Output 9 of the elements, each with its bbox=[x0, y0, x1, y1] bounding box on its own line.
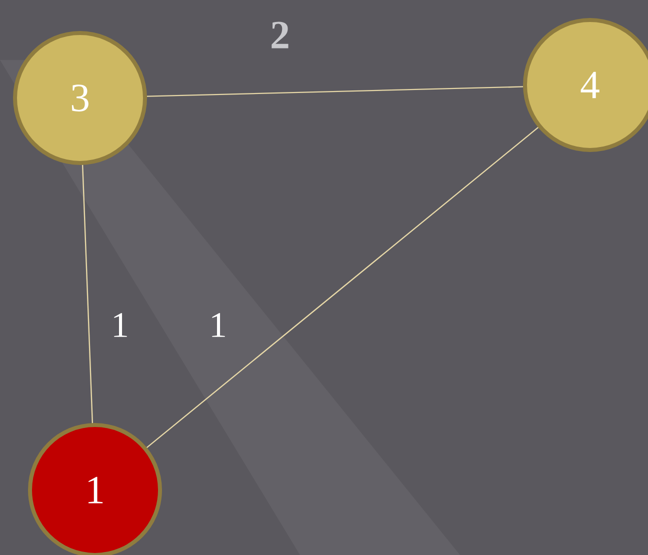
connector-line bbox=[146, 86, 524, 97]
edge-label: 2 bbox=[272, 22, 288, 48]
connector-line bbox=[82, 164, 94, 424]
circle-node: 1 bbox=[28, 423, 162, 555]
connector-line bbox=[146, 126, 539, 448]
circle-node: 4 bbox=[523, 18, 648, 152]
circle-node: 3 bbox=[13, 31, 147, 165]
edge-label: 1 bbox=[114, 313, 127, 337]
edge-label: 1 bbox=[212, 313, 225, 337]
